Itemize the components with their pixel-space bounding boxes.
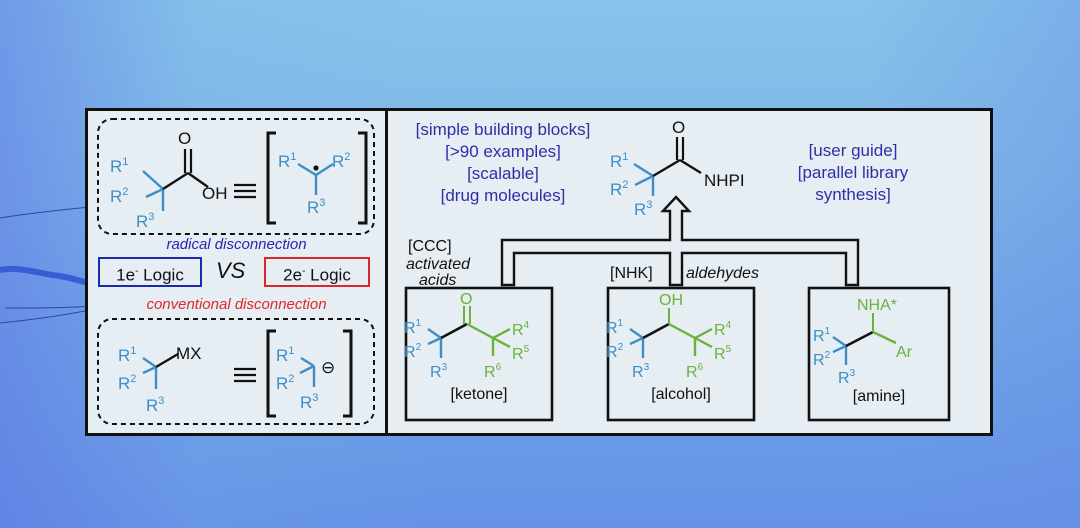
svg-text:R4: R4 <box>714 320 732 339</box>
amine-label: [amine] <box>853 388 905 405</box>
conventional-scheme-box <box>97 318 375 425</box>
amine-aryl: Ar <box>896 344 913 361</box>
amine-structure: NHA* Ar R1 R2 R3 [amine] <box>813 297 913 405</box>
summary-panel: O OH R1 R2 R3 R1 R2 R3 <box>85 108 993 436</box>
alcohol-box <box>606 286 756 422</box>
svg-text:R1: R1 <box>110 156 128 176</box>
two-electron-logic-box: 2e- Logic <box>264 257 370 287</box>
svg-text:R3: R3 <box>136 211 154 231</box>
versus-label: VS <box>216 258 246 283</box>
svg-text:R5: R5 <box>714 344 732 363</box>
reaction-connector-arrows <box>500 195 860 287</box>
feature-item: [simple building blocks] <box>415 120 591 139</box>
ketone-box <box>404 286 554 422</box>
svg-text:R2: R2 <box>276 373 294 393</box>
equivalence-symbol-conventional <box>234 367 256 383</box>
background-streak <box>0 206 90 324</box>
panel-divider <box>385 111 388 433</box>
svg-text:R3: R3 <box>430 362 448 381</box>
feature-item: [parallel library <box>797 163 909 182</box>
acid-hydroxyl: OH <box>202 184 228 203</box>
svg-text:R3: R3 <box>146 395 164 415</box>
right-panel-schemes: O NHPI R1 R2 R3 [CCC] activated acids [N… <box>404 118 951 422</box>
svg-text:R3: R3 <box>838 368 856 387</box>
radical-disconnection-label: radical disconnection <box>166 236 307 253</box>
alcohol-label: [alcohol] <box>651 386 711 403</box>
svg-text:R3: R3 <box>632 362 650 381</box>
alcohol-structure: OH R1 R2 R3 R4 R5 R6 [alcohol] <box>606 292 732 403</box>
ccc-tag: [CCC] <box>408 238 452 255</box>
nhpi-oxygen: O <box>672 118 685 137</box>
svg-text:R5: R5 <box>512 344 530 363</box>
amine-box <box>807 286 951 422</box>
svg-text:R2: R2 <box>404 342 422 361</box>
radical-structure: R1 R2 R3 <box>266 131 368 225</box>
svg-text:R2: R2 <box>813 350 831 369</box>
metal-halide: MX <box>176 344 202 363</box>
nhpi-label: NHPI <box>704 171 745 190</box>
nhpi-ester-structure: O NHPI R1 R2 R3 <box>610 118 745 219</box>
radical-dot-icon <box>313 165 319 171</box>
ccc-partner-acids: acids <box>419 272 456 289</box>
left-panel-schemes: O OH R1 R2 R3 R1 R2 R3 <box>97 118 375 425</box>
svg-text:R3: R3 <box>634 199 652 219</box>
svg-text:R1: R1 <box>610 151 628 171</box>
svg-text:R1: R1 <box>278 151 296 171</box>
nhk-tag: [NHK] <box>610 265 653 282</box>
svg-text:R6: R6 <box>484 362 502 381</box>
svg-text:R3: R3 <box>307 197 325 217</box>
anion-charge-icon: ⊖ <box>321 358 335 377</box>
feature-item: [scalable] <box>467 164 539 183</box>
features-list-left: [simple building blocks] [>90 examples] … <box>388 119 618 207</box>
ccc-partner-activated: activated <box>406 256 471 273</box>
svg-text:R1: R1 <box>276 345 294 365</box>
amine-nitrogen: NHA* <box>857 297 897 314</box>
svg-text:R2: R2 <box>110 186 128 206</box>
svg-text:R1: R1 <box>813 326 831 345</box>
svg-text:R2: R2 <box>606 342 624 361</box>
svg-text:R6: R6 <box>686 362 704 381</box>
svg-text:R2: R2 <box>118 373 136 393</box>
ketone-structure: O R1 R2 R3 R4 R5 R6 [ketone] <box>404 291 530 403</box>
carbanion-structure: R1 R2 R3 ⊖ <box>266 329 353 418</box>
feature-item: [>90 examples] <box>445 142 561 161</box>
equivalence-symbol-radical <box>234 183 256 199</box>
one-electron-logic-box: 1e- Logic <box>98 257 202 287</box>
svg-text:R1: R1 <box>606 318 624 337</box>
svg-text:R2: R2 <box>610 179 628 199</box>
nhk-partner-aldehydes: aldehydes <box>686 265 759 282</box>
carboxylic-acid-structure: O OH R1 R2 R3 <box>110 129 228 231</box>
conventional-disconnection-label: conventional disconnection <box>146 296 327 313</box>
ketone-label: [ketone] <box>451 386 508 403</box>
svg-text:R1: R1 <box>118 345 136 365</box>
svg-text:R2: R2 <box>332 151 350 171</box>
feature-item: [user guide] <box>808 141 898 160</box>
svg-text:R3: R3 <box>300 392 318 412</box>
svg-text:R1: R1 <box>404 318 422 337</box>
svg-text:R4: R4 <box>512 320 530 339</box>
organometallic-structure: MX R1 R2 R3 <box>118 344 202 415</box>
feature-item: [drug molecules] <box>440 186 566 205</box>
alcohol-hydroxyl: OH <box>659 292 683 309</box>
ketone-oxygen: O <box>460 291 472 308</box>
feature-item: synthesis] <box>815 185 891 204</box>
acid-oxygen: O <box>178 129 191 148</box>
features-list-right: [user guide] [parallel library synthesis… <box>778 140 928 206</box>
